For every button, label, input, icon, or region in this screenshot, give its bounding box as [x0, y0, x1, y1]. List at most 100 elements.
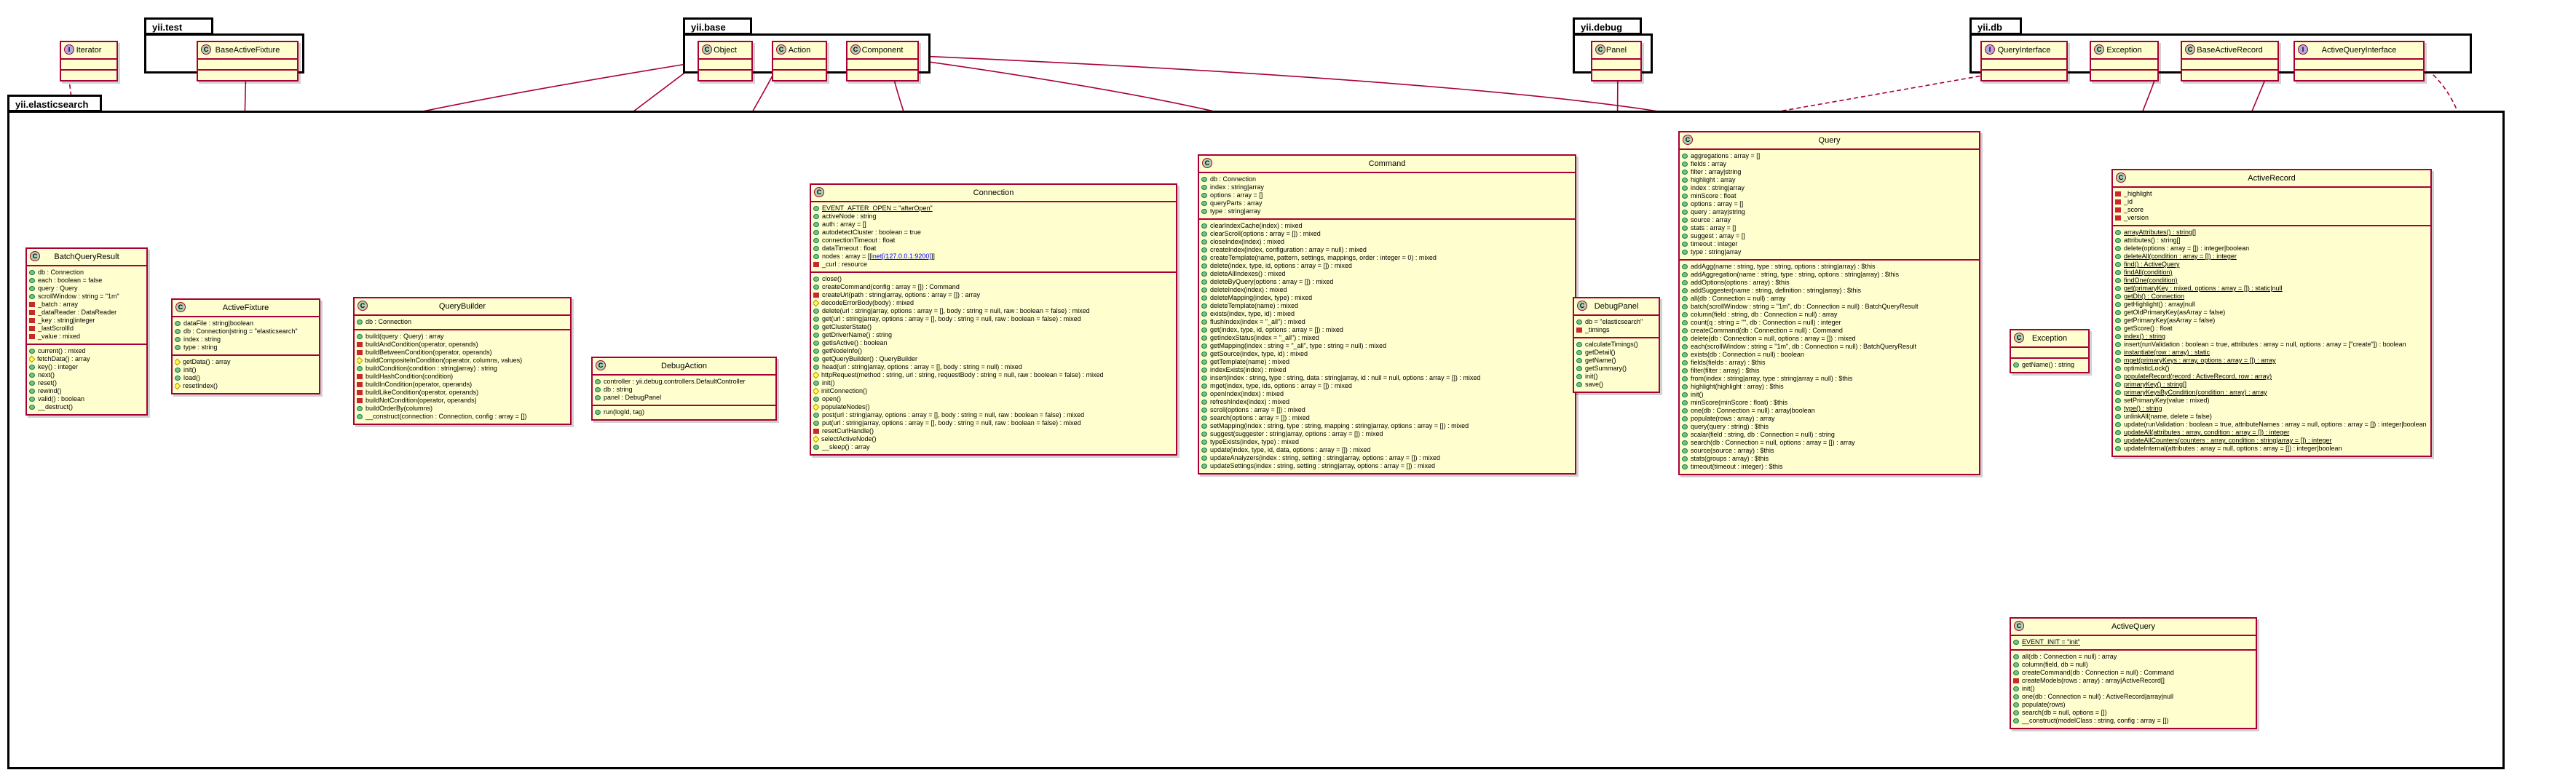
- member-text: attributes() : string[]: [2124, 237, 2181, 244]
- public-visibility-icon: [1682, 344, 1688, 350]
- member-text: suggest(suggester : string|array, option…: [1210, 430, 1383, 437]
- member-text: batch(scrollWindow : string = "1m", db :…: [1691, 303, 1919, 310]
- class-field: nodes : array = [[inet[/127.0.0.1:9200]]…: [813, 253, 1174, 261]
- class-badge-icon: C: [2116, 172, 2126, 183]
- class-method: attributes() : string[]: [2115, 237, 2428, 245]
- public-visibility-icon: [1682, 210, 1688, 215]
- public-visibility-icon: [813, 254, 819, 260]
- class-method: insert(index : string, type : string, da…: [1201, 374, 1573, 382]
- class-method: deleteTemplate(name) : mixed: [1201, 302, 1573, 310]
- class-field: autodetectCluster : boolean = true: [813, 229, 1174, 237]
- private-visibility-icon: [357, 374, 363, 380]
- package-tab-yii-debug: yii.debug: [1573, 17, 1642, 35]
- member-text: createCommand(db : Connection = null) : …: [2022, 669, 2174, 676]
- class-field: index : string|array: [1201, 183, 1573, 191]
- member-text: head(url : string|array, options : array…: [822, 363, 1022, 370]
- class-method: scalar(field : string, db : Connection =…: [1682, 431, 1977, 439]
- private-visibility-icon: [29, 334, 35, 340]
- class-method: getDb() : Connection: [2115, 293, 2428, 301]
- class-method: populate(rows): [2013, 701, 2253, 709]
- class-method: setPrimaryKey(value : mixed): [2115, 397, 2428, 405]
- public-visibility-icon: [2115, 262, 2121, 268]
- public-visibility-icon: [813, 214, 819, 220]
- public-visibility-icon: [2115, 406, 2121, 412]
- public-visibility-icon: [175, 329, 181, 335]
- member-text: buildHashCondition(condition): [366, 373, 454, 380]
- member-text: clearIndexCache(index) : mixed: [1210, 222, 1303, 229]
- class-field: _dataReader : DataReader: [29, 309, 144, 317]
- class-method: flushIndex(index = "_all") : mixed: [1201, 318, 1573, 326]
- member-text: instantiate(row : array) : static: [2124, 349, 2210, 356]
- member-text: get(primaryKey : mixed, options : array …: [2124, 285, 2283, 292]
- public-visibility-icon: [1201, 336, 1207, 341]
- class-field: options : array = []: [1201, 191, 1573, 199]
- member-text: openIndex(index) : mixed: [1210, 390, 1284, 397]
- member-text: filter : array|string: [1691, 168, 1742, 175]
- class-method: buildHashCondition(condition): [357, 373, 568, 381]
- class-method: updateAll(attributes : array, condition …: [2115, 429, 2428, 437]
- public-visibility-icon: [2115, 286, 2121, 292]
- class-method: deleteAll(condition : array = []) : inte…: [2115, 253, 2428, 261]
- public-visibility-icon: [1682, 408, 1688, 414]
- member-text: delete(index, type, id, options : array …: [1210, 262, 1352, 269]
- member-text: timeout(timeout : integer) : $this: [1691, 463, 1783, 470]
- class-method: put(url : string|array, options : array …: [813, 419, 1174, 427]
- class-method: deleteAllIndexes() : mixed: [1201, 270, 1573, 278]
- member-text: deleteTemplate(name) : mixed: [1210, 302, 1299, 309]
- public-visibility-icon: [1682, 226, 1688, 231]
- member-text: insert(runValidation : boolean = true, a…: [2124, 341, 2406, 348]
- member-text: query : Query: [38, 285, 78, 292]
- member-text: __construct(modelClass : string, config …: [2022, 717, 2169, 724]
- public-visibility-icon: [2115, 294, 2121, 300]
- class-method: init(): [1576, 373, 1656, 381]
- member-text: _highlight: [2124, 190, 2152, 197]
- member-text: update(index, type, id, data, options : …: [1210, 446, 1371, 453]
- public-visibility-icon: [2013, 662, 2019, 668]
- public-visibility-icon: [175, 345, 181, 351]
- public-visibility-icon: [2013, 718, 2019, 724]
- class-method: findAll(condition): [2115, 269, 2428, 277]
- class-badge-icon: C: [1595, 44, 1605, 55]
- class-field: query : Query: [29, 285, 144, 293]
- node-address-link[interactable]: inet[/127.0.0.1:9200]: [871, 253, 931, 260]
- member-text: db : Connection: [366, 318, 412, 325]
- public-visibility-icon: [1201, 303, 1207, 309]
- class-method: next(): [29, 371, 144, 379]
- class-method: calculateTimings(): [1576, 341, 1656, 349]
- class-method: open(): [813, 395, 1174, 403]
- public-visibility-icon: [1201, 201, 1207, 207]
- class-method: search(options : array = []) : mixed: [1201, 414, 1573, 422]
- member-text-tail: ]]: [931, 253, 935, 260]
- public-visibility-icon: [2115, 358, 2121, 364]
- class-method: init(): [2013, 685, 2253, 693]
- public-visibility-icon: [1201, 384, 1207, 389]
- member-text: createModels(rows : array) : array|Activ…: [2022, 677, 2165, 684]
- public-visibility-icon: [595, 379, 601, 385]
- class-field: _curl : resource: [813, 261, 1174, 269]
- member-text: from(index : string|array, type : string…: [1691, 375, 1853, 382]
- public-visibility-icon: [1201, 408, 1207, 413]
- public-visibility-icon: [813, 206, 819, 212]
- member-text: index : string|array: [1210, 183, 1264, 191]
- class-method: search(db = null, options = []): [2013, 709, 2253, 717]
- public-visibility-icon: [29, 365, 35, 370]
- member-text: deleteAll(condition : array = []) : inte…: [2124, 253, 2237, 260]
- member-text: connectionTimeout : float: [822, 237, 896, 244]
- public-visibility-icon: [1201, 263, 1207, 269]
- member-text: scalar(field : string, db : Connection =…: [1691, 431, 1835, 438]
- class-method: buildOrderBy(columns): [357, 405, 568, 413]
- member-text: _curl : resource: [822, 261, 868, 268]
- class-method: addSuggester(name : string, definition :…: [1682, 287, 1977, 295]
- class-method: valid() : boolean: [29, 395, 144, 403]
- class-name: Iterator: [76, 46, 102, 55]
- interface-badge-icon: I: [64, 44, 74, 55]
- member-text: populateNodes(): [821, 403, 870, 410]
- class-method: index() : string: [2115, 333, 2428, 341]
- public-visibility-icon: [1682, 296, 1688, 302]
- member-text: rewind(): [38, 387, 62, 394]
- public-visibility-icon: [2013, 686, 2019, 692]
